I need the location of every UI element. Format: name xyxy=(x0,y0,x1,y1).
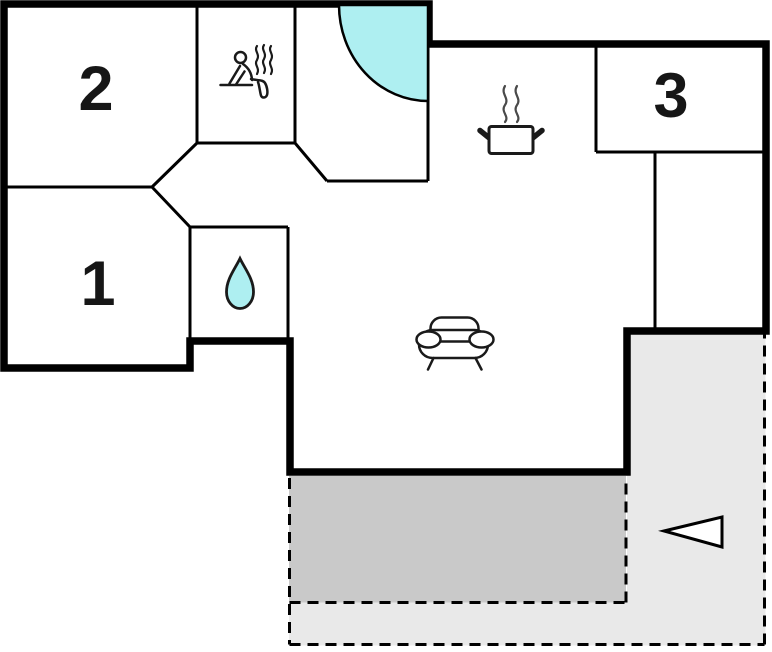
terrace-area xyxy=(289,332,766,646)
deck-area xyxy=(289,476,626,603)
water-drop-icon xyxy=(225,255,255,310)
sauna-icon xyxy=(219,43,274,99)
corner-bathtub-icon xyxy=(337,3,430,103)
sofa-icon xyxy=(415,316,495,371)
room-3-label: 3 xyxy=(653,61,688,131)
room-1-label: 1 xyxy=(80,249,115,319)
terrace-dashed-border xyxy=(288,333,766,646)
cooking-pot-icon xyxy=(477,84,545,155)
direction-arrow-icon xyxy=(658,515,724,549)
room-2-label: 2 xyxy=(78,54,113,124)
sauna-steam-lines xyxy=(254,43,274,76)
interior-walls xyxy=(2,4,764,339)
